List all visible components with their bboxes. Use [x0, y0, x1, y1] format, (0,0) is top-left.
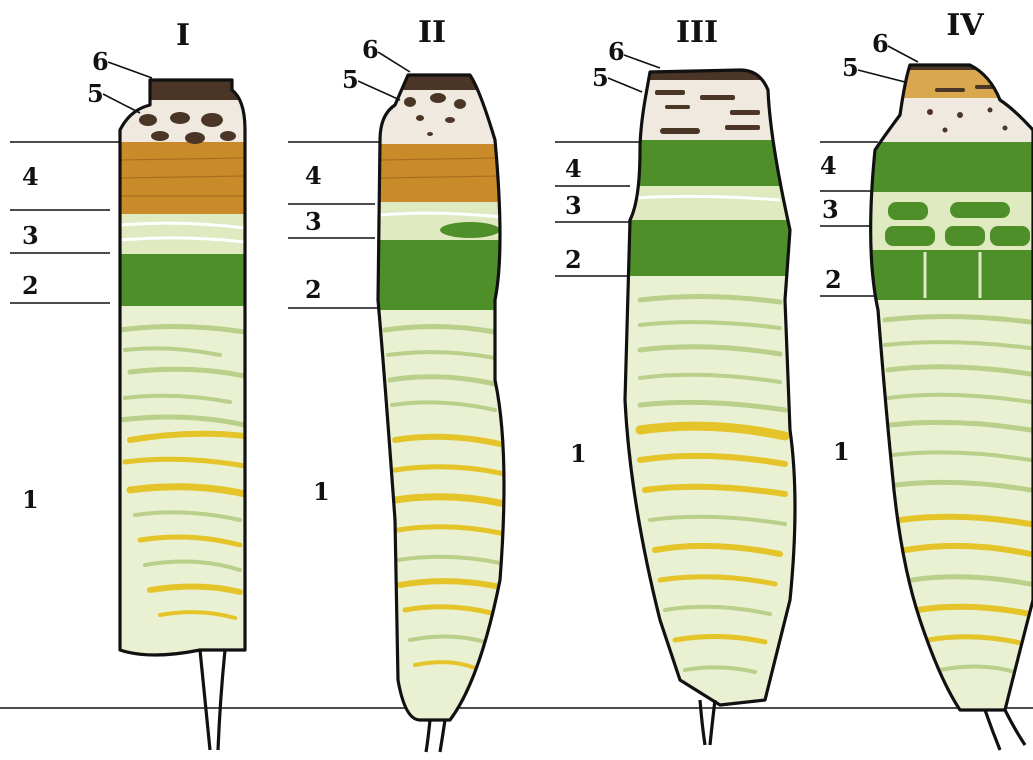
core-IV: IV 6 5 4 3 2 1 — [820, 8, 1033, 750]
zone-label-6: 6 — [872, 29, 889, 58]
layer-5-tan-band — [860, 68, 1033, 98]
layer-3-pale — [615, 184, 805, 220]
layer-2-green — [615, 218, 805, 276]
zone-label-4: 4 — [565, 154, 582, 183]
layer-2-green — [860, 248, 1033, 300]
zone-label-3: 3 — [22, 221, 39, 250]
zone-label-4: 4 — [305, 161, 322, 190]
layer-4-green — [860, 140, 1033, 192]
zone-label-5: 5 — [592, 63, 609, 92]
zone-label-2: 2 — [22, 271, 39, 300]
zone-label-1: 1 — [570, 439, 587, 468]
column-title-I: I — [176, 18, 190, 53]
zone-label-1: 1 — [833, 437, 850, 466]
root-tail — [426, 720, 445, 752]
column-title-III: III — [676, 15, 718, 50]
layer-6-crust — [860, 56, 1033, 70]
zone-label-6: 6 — [362, 35, 379, 64]
zone-label-4: 4 — [820, 151, 837, 180]
column-title-IV: IV — [946, 8, 984, 43]
column-title-II: II — [418, 15, 446, 50]
zone-label-5: 5 — [342, 65, 359, 94]
zone-label-6: 6 — [608, 37, 625, 66]
leader-line — [103, 94, 140, 113]
leader-line — [888, 46, 918, 62]
zone-label-6: 6 — [92, 47, 109, 76]
zone-label-3: 3 — [305, 207, 322, 236]
layer-6-crust — [100, 70, 270, 100]
layer-1-base — [860, 290, 1033, 720]
leader-line — [858, 70, 905, 82]
leader-line — [108, 62, 152, 78]
core-III: III 6 5 4 3 2 1 — [565, 15, 805, 745]
core-I: I 6 5 4 3 2 1 — [22, 18, 270, 750]
zone-label-5: 5 — [842, 53, 859, 82]
root-tail — [700, 700, 715, 745]
leader-line — [624, 55, 660, 68]
zone-label-2: 2 — [305, 275, 322, 304]
zone-label-2: 2 — [565, 245, 582, 274]
zone-label-5: 5 — [87, 79, 104, 108]
root-tail — [200, 650, 225, 750]
leader-line — [358, 81, 400, 100]
zone-label-3: 3 — [822, 195, 839, 224]
core-II: II 6 5 4 3 2 1 — [305, 15, 520, 752]
zone-label-2: 2 — [825, 265, 842, 294]
root-tail — [985, 710, 1025, 750]
leader-line — [378, 52, 410, 72]
layer-1-base — [370, 300, 520, 730]
zone-label-1: 1 — [22, 485, 39, 514]
zone-label-3: 3 — [565, 191, 582, 220]
zone-label-4: 4 — [22, 162, 39, 191]
leader-line — [608, 78, 642, 92]
zone-label-1: 1 — [313, 477, 330, 506]
